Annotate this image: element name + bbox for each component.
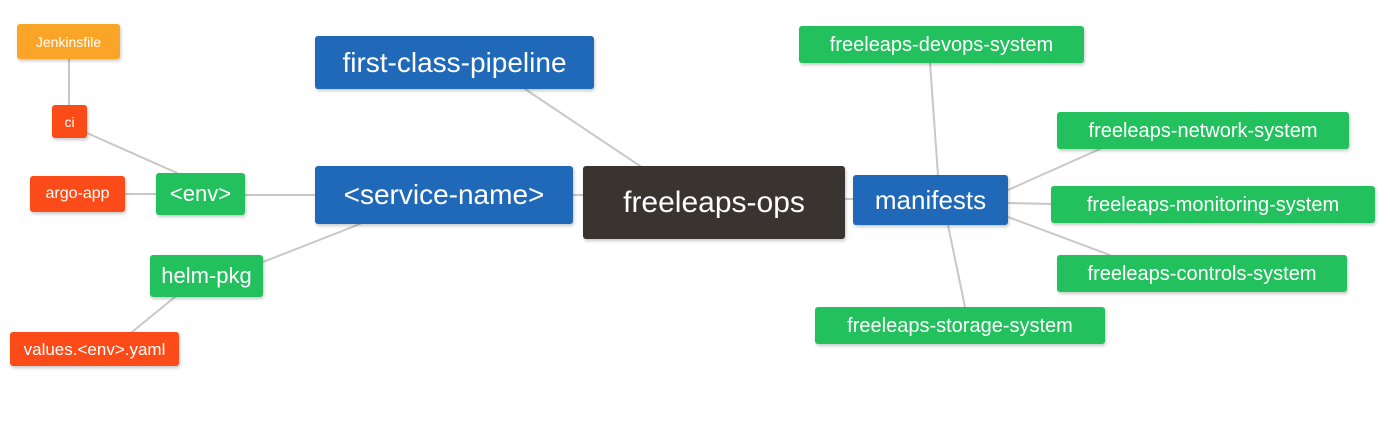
node-label-manifests: manifests	[874, 185, 987, 215]
node-jenkinsfile[interactable]: Jenkinsfile	[17, 24, 120, 59]
node-values-env-yaml[interactable]: values.<env>.yaml	[10, 332, 179, 366]
node-label-values-env-yaml: values.<env>.yaml	[23, 339, 166, 359]
edge-values-env-yaml-to-helm-pkg	[131, 296, 176, 333]
node-ci[interactable]: ci	[52, 105, 87, 138]
node-label-freeleaps-network-system: freeleaps-network-system	[1088, 119, 1318, 142]
edge-helm-pkg-to-service-name	[262, 223, 361, 263]
edge-manifests-to-freeleaps-storage-system	[947, 224, 966, 308]
edge-first-class-pipeline-to-freeleaps-ops	[524, 88, 641, 167]
node-env[interactable]: <env>	[156, 173, 245, 215]
node-freeleaps-devops-system[interactable]: freeleaps-devops-system	[799, 26, 1084, 63]
node-label-jenkinsfile: Jenkinsfile	[35, 33, 102, 50]
edge-manifests-to-freeleaps-devops-system	[929, 62, 939, 176]
node-first-class-pipeline[interactable]: first-class-pipeline	[315, 36, 594, 89]
node-label-argo-app: argo-app	[45, 185, 110, 202]
node-label-freeleaps-devops-system: freeleaps-devops-system	[829, 33, 1054, 56]
node-freeleaps-controls-system[interactable]: freeleaps-controls-system	[1057, 255, 1347, 292]
edge-manifests-to-freeleaps-monitoring-system	[1007, 202, 1052, 205]
node-label-env: <env>	[169, 181, 232, 206]
node-helm-pkg[interactable]: helm-pkg	[150, 255, 263, 297]
node-label-ci: ci	[64, 113, 75, 130]
node-freeleaps-storage-system[interactable]: freeleaps-storage-system	[815, 307, 1105, 344]
node-label-freeleaps-controls-system: freeleaps-controls-system	[1087, 262, 1317, 285]
node-freeleaps-network-system[interactable]: freeleaps-network-system	[1057, 112, 1349, 149]
edge-manifests-to-freeleaps-network-system	[1007, 148, 1101, 191]
node-freeleaps-monitoring-system[interactable]: freeleaps-monitoring-system	[1051, 186, 1375, 223]
node-label-first-class-pipeline: first-class-pipeline	[342, 46, 567, 78]
node-argo-app[interactable]: argo-app	[30, 176, 125, 212]
node-freeleaps-ops[interactable]: freeleaps-ops	[583, 166, 845, 239]
node-label-service-name: <service-name>	[343, 179, 545, 210]
node-label-freeleaps-ops: freeleaps-ops	[623, 185, 805, 219]
node-manifests[interactable]: manifests	[853, 175, 1008, 225]
node-label-freeleaps-monitoring-system: freeleaps-monitoring-system	[1086, 193, 1340, 216]
edge-ci-to-env	[86, 132, 178, 174]
node-label-helm-pkg: helm-pkg	[161, 263, 252, 288]
node-label-freeleaps-storage-system: freeleaps-storage-system	[847, 314, 1073, 337]
node-service-name[interactable]: <service-name>	[315, 166, 573, 224]
